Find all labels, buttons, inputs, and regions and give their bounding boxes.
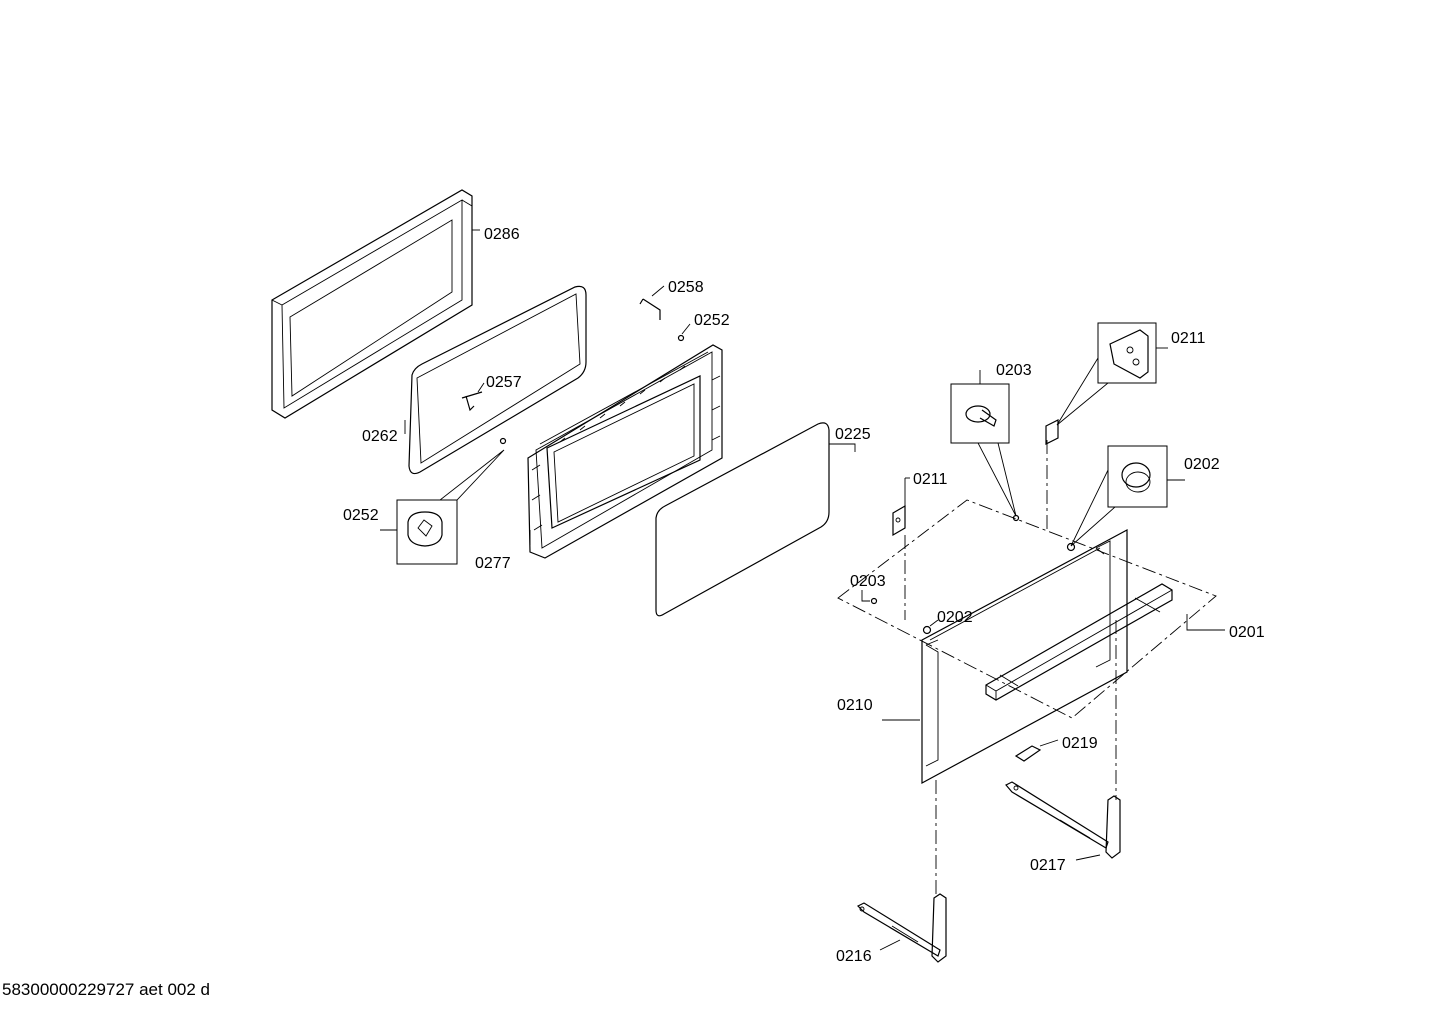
label-0203-left: 0203: [850, 573, 886, 590]
leader-0201: [1186, 614, 1225, 631]
label-0201: 0201: [1229, 624, 1265, 641]
label-0219: 0219: [1062, 735, 1098, 752]
part-0203-screw-left: [870, 597, 878, 605]
label-0262: 0262: [362, 428, 398, 445]
callout-0202-roller: [1066, 445, 1168, 552]
callout-0252-knob: [396, 449, 505, 565]
leader-0202-left: [929, 619, 939, 627]
part-0211-bracket-left: [892, 504, 906, 537]
label-0257: 0257: [486, 374, 522, 391]
part-0262-gasket: [408, 285, 587, 475]
label-0202-right: 0202: [1184, 456, 1220, 473]
label-0277: 0277: [475, 555, 511, 572]
part-0217-hinge: [1005, 781, 1121, 859]
label-0286: 0286: [484, 226, 520, 243]
part-0202-roller-left: [922, 625, 932, 635]
document-id: 58300000229727 aet 002 d: [2, 980, 210, 999]
part-0252-screw-top: [677, 334, 685, 342]
label-0252-knob: 0252: [343, 507, 379, 524]
part-0252-screw: [499, 437, 507, 445]
part-0216-hinge: [856, 893, 947, 963]
label-0210: 0210: [837, 697, 873, 714]
label-0202-left: 0202: [937, 609, 973, 626]
leader-0252-top: [681, 323, 691, 335]
outline-0201: [837, 499, 1217, 719]
callout-0203-screw: [950, 383, 1020, 522]
part-0225-glass-panel: [655, 422, 830, 617]
part-0210-door-panel: [921, 528, 1128, 785]
leader-0203-left: [861, 590, 870, 602]
label-0216: 0216: [836, 948, 872, 965]
label-0258: 0258: [668, 279, 704, 296]
part-0257-clip: [461, 391, 483, 412]
leader-0216: [879, 939, 901, 951]
part-0277-inner-frame: [527, 344, 723, 559]
label-0211-right: 0211: [1171, 330, 1206, 347]
label-0211-left: 0211: [913, 471, 948, 488]
label-0252-top: 0252: [694, 312, 730, 329]
leader-0258: [651, 285, 665, 297]
part-0286-outer-frame: [271, 189, 473, 419]
leader-0219: [1039, 739, 1059, 747]
callout-0211-bracket: [1045, 322, 1157, 445]
part-0258-bracket: [639, 298, 661, 320]
leader-0257: [477, 382, 485, 393]
label-0203-top: 0203: [996, 362, 1032, 379]
alignment-lines: [904, 440, 1117, 895]
part-0219-clip: [1014, 745, 1042, 762]
leader-0225: [829, 443, 856, 452]
label-0225: 0225: [835, 426, 871, 443]
part-handle: [985, 583, 1173, 701]
leader-0217: [1075, 854, 1101, 861]
label-0217: 0217: [1030, 857, 1066, 874]
